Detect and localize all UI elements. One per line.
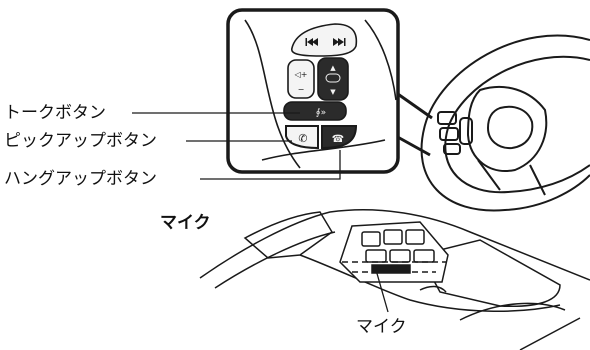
phone-pickup-icon: ✆ (298, 132, 307, 145)
skip-back-icon (305, 38, 318, 46)
hangup-button (321, 125, 358, 150)
talk-button-label: トークボタン (4, 103, 106, 123)
volume-icon: ◁+ (294, 70, 308, 79)
overhead-console (199, 208, 590, 350)
voice-icon: ∮» (316, 108, 326, 118)
microphone-label: マイク (356, 317, 407, 337)
pickup-button (285, 125, 319, 150)
hangup-button-label: ハングアップボタン (4, 169, 157, 189)
svg-text:−: − (298, 85, 305, 94)
mic-leader (375, 269, 389, 313)
svg-text:▲: ▲ (330, 64, 336, 72)
mode-icon (325, 73, 341, 83)
skip-forward-icon (333, 38, 346, 46)
microphone-heading: マイク (160, 213, 211, 233)
leader-lines (132, 112, 341, 180)
volume-rocker (287, 59, 315, 99)
steering-wheel (420, 34, 590, 212)
talk-button (283, 101, 347, 121)
phone-hangup-icon: ☎ (332, 134, 344, 145)
svg-text:▼: ▼ (330, 88, 336, 96)
zoom-inset: ◁+ − ▲ ▼ ∮» ✆ ☎ (226, 8, 400, 174)
pickup-button-label: ピックアップボタン (4, 131, 157, 151)
